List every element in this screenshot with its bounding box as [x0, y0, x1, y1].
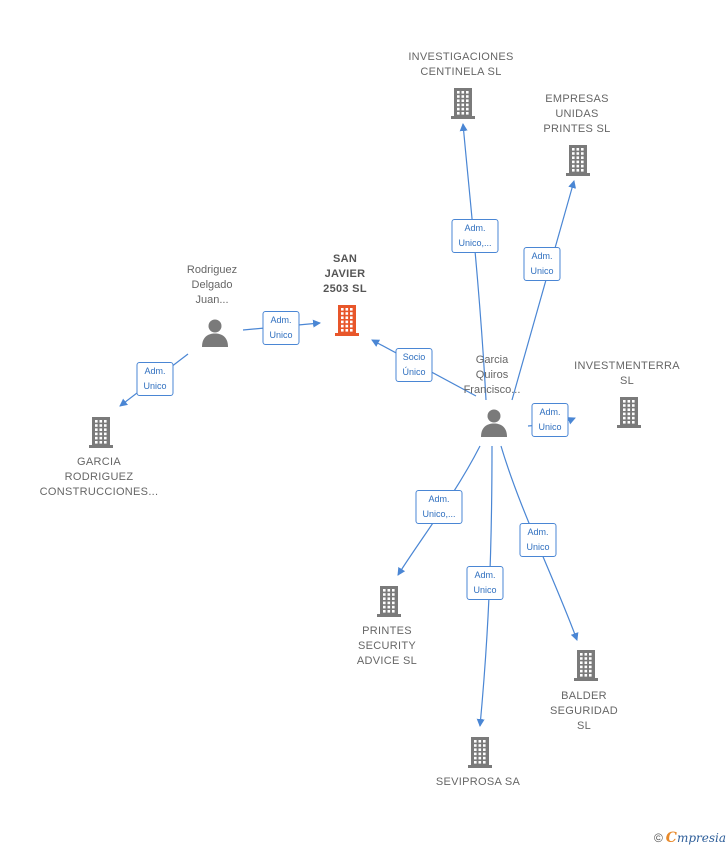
edge-label-rodriguez-delgado-to-san-javier[interactable]: Adm. Unico — [262, 311, 300, 345]
brand-name: mpresia — [676, 831, 726, 845]
node-label-printes-security[interactable]: PRINTES SECURITY ADVICE SL — [356, 625, 418, 667]
node-label-balder[interactable]: BALDER SEGURIDAD SL — [549, 690, 619, 732]
edge-label-garcia-quiros-to-seviprosa[interactable]: Adm. Unico — [466, 566, 504, 600]
brand-logo[interactable]: Cmpresia — [666, 830, 726, 846]
copyright-icon: © — [653, 831, 663, 845]
edge-label-garcia-quiros-to-balder[interactable]: Adm. Unico — [519, 523, 557, 557]
building-icon-san-javier[interactable] — [333, 303, 361, 342]
building-icon-investmenterra[interactable] — [615, 395, 643, 434]
edge-label-garcia-quiros-to-investmenterra[interactable]: Adm. Unico — [531, 403, 569, 437]
person-icon-garcia-quiros[interactable] — [479, 408, 509, 443]
brand-initial: C — [665, 830, 677, 846]
building-icon-empresas-unidas[interactable] — [564, 143, 592, 182]
person-icon-rodriguez-delgado[interactable] — [200, 318, 230, 353]
edge-label-garcia-quiros-to-printes-security[interactable]: Adm. Unico,... — [415, 490, 463, 524]
edge-label-garcia-quiros-to-empresas-unidas[interactable]: Adm. Unico — [523, 247, 561, 281]
building-icon-balder[interactable] — [572, 648, 600, 687]
edge-label-garcia-quiros-to-san-javier[interactable]: Socio Único — [395, 348, 433, 382]
node-label-investmenterra[interactable]: INVESTMENTERRA SL — [574, 360, 680, 387]
edge-label-rodriguez-delgado-to-garcia-rodriguez[interactable]: Adm. Unico — [136, 362, 174, 396]
node-label-investigaciones-centinela[interactable]: INVESTIGACIONES CENTINELA SL — [408, 51, 514, 78]
building-icon-garcia-rodriguez[interactable] — [87, 415, 115, 454]
building-icon-printes-security[interactable] — [375, 584, 403, 623]
node-label-garcia-quiros[interactable]: Garcia Quiros Francisco... — [463, 354, 521, 396]
building-icon-seviprosa[interactable] — [466, 735, 494, 774]
node-label-empresas-unidas[interactable]: EMPRESAS UNIDAS PRINTES SL — [543, 93, 611, 135]
footer-branding: © Cmpresia — [654, 830, 726, 846]
edge-label-garcia-quiros-to-investigaciones-centinela[interactable]: Adm. Unico,... — [451, 219, 499, 253]
node-label-seviprosa[interactable]: SEVIPROSA SA — [435, 776, 521, 788]
building-icon-investigaciones-centinela[interactable] — [449, 86, 477, 125]
node-label-garcia-rodriguez[interactable]: GARCIA RODRIGUEZ CONSTRUCCIONES... — [39, 456, 159, 498]
edge-garcia-quiros-to-empresas-unidas — [511, 180, 576, 401]
node-label-rodriguez-delgado[interactable]: Rodriguez Delgado Juan... — [186, 264, 238, 306]
node-label-san-javier[interactable]: SAN JAVIER 2503 SL — [323, 253, 367, 295]
